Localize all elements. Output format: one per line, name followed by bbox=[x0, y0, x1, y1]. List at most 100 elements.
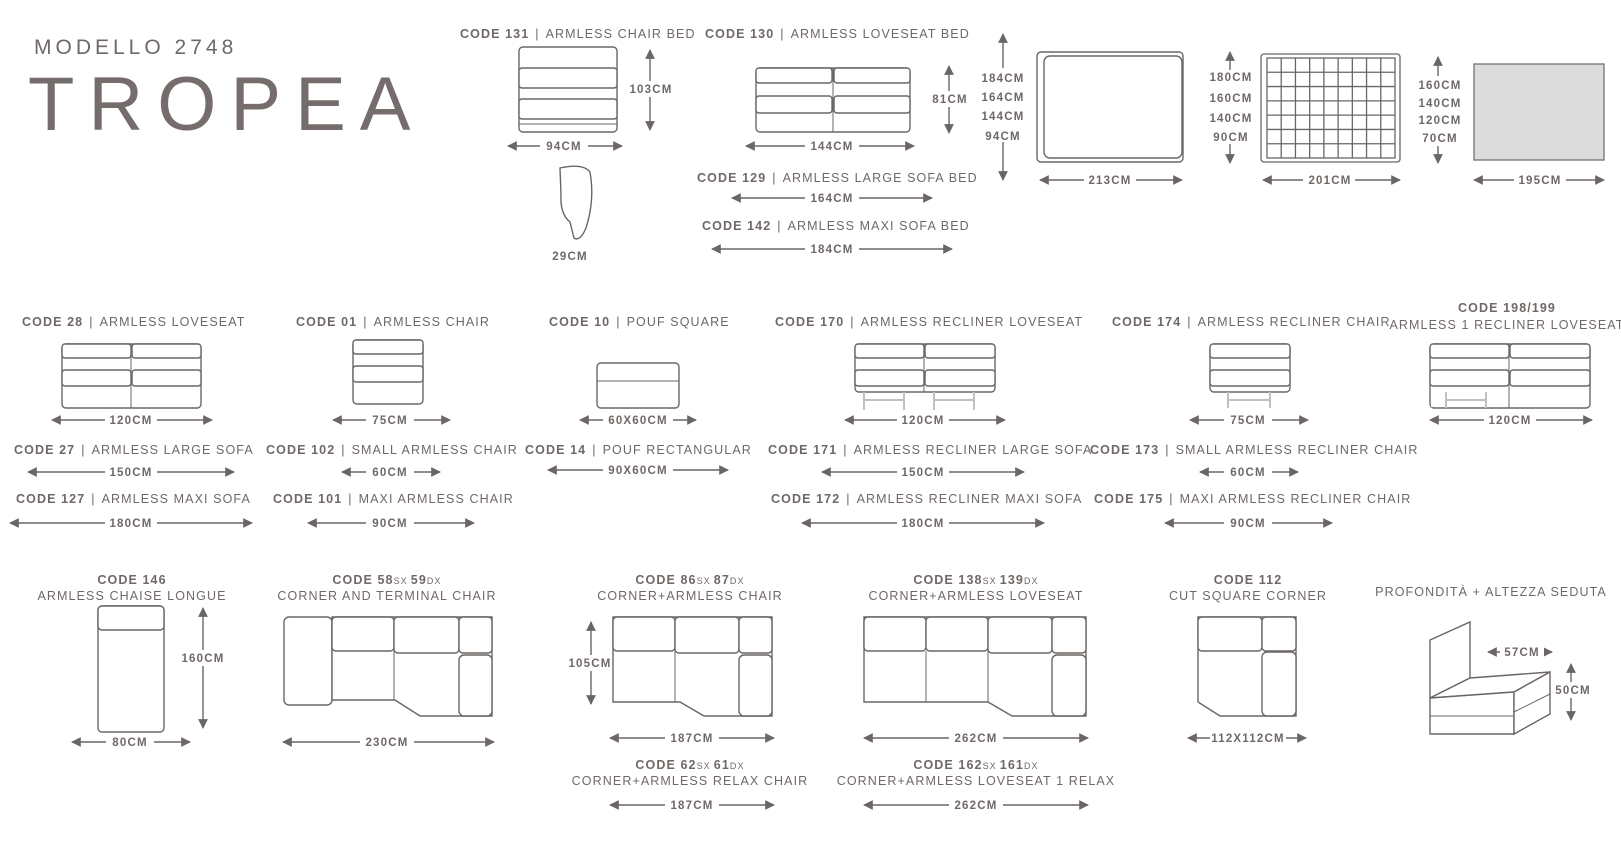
left-suffix: SX bbox=[697, 576, 711, 586]
svg-text:CODE 130|ARMLESS LOVESEAT BED: CODE 130|ARMLESS LOVESEAT BED bbox=[705, 27, 970, 41]
code-label: CODE 138 bbox=[913, 573, 982, 587]
item-name: ARMLESS RECLINER LARGE SOFA bbox=[854, 443, 1093, 457]
width-label: 75CM bbox=[372, 415, 407, 427]
width-label: 120CM bbox=[109, 415, 152, 427]
item-name: ARMLESS CHAIR bbox=[374, 315, 490, 329]
code-label: CODE 28 bbox=[22, 315, 83, 329]
code2-label: 59 bbox=[411, 573, 427, 587]
corner-armless-loveseat-drawing bbox=[863, 616, 1087, 717]
width-label: 112X112CM bbox=[1211, 733, 1284, 745]
item-name: ARMLESS RECLINER MAXI SOFA bbox=[857, 492, 1083, 506]
code-label: CODE 101 bbox=[273, 492, 342, 506]
width-label: 90CM bbox=[1230, 518, 1265, 530]
seat-isometric-drawing bbox=[1429, 620, 1551, 736]
code-label: CODE 27 bbox=[14, 443, 75, 457]
code-label: CODE 171 bbox=[768, 443, 837, 457]
length-label-1: 160CM bbox=[1418, 80, 1461, 92]
one-recliner-loveseat-drawing bbox=[1429, 343, 1591, 409]
item-name: ARMLESS LOVESEAT bbox=[100, 315, 246, 329]
length-label-2: 164CM bbox=[981, 92, 1024, 104]
item-name: SMALL ARMLESS RECLINER CHAIR bbox=[1176, 443, 1419, 457]
length-label-1: 184CM bbox=[981, 73, 1024, 85]
height-label: 81CM bbox=[932, 94, 967, 106]
width-label: 80CM bbox=[112, 737, 147, 749]
code-label: CODE 01 bbox=[296, 315, 357, 329]
width-label: 164CM bbox=[810, 193, 853, 205]
code-label: CODE 130 bbox=[705, 27, 774, 41]
item-name: ARMLESS 1 RECLINER LOVESEAT bbox=[1389, 318, 1621, 332]
item-code-129: CODE 129|ARMLESS LARGE SOFA BED 164CM bbox=[697, 171, 977, 206]
item-name: ARMLESS CHAISE LONGUE bbox=[37, 589, 226, 603]
model-number: MODELLO 2748 bbox=[34, 36, 237, 59]
length-label-2: 140CM bbox=[1418, 98, 1461, 110]
width-label: 262CM bbox=[954, 800, 997, 812]
right-suffix: DX bbox=[1024, 576, 1039, 586]
width-label: 144CM bbox=[810, 141, 853, 153]
item-name: SMALL ARMLESS CHAIR bbox=[352, 443, 518, 457]
length-label-3: 120CM bbox=[1418, 115, 1461, 127]
code2-label: 61 bbox=[714, 758, 730, 772]
width-label: 120CM bbox=[1488, 415, 1531, 427]
chaise-longue-drawing bbox=[97, 605, 165, 733]
code-label: CODE 142 bbox=[702, 219, 771, 233]
item-code-175: CODE 175|MAXI ARMLESS RECLINER CHAIR 90C… bbox=[1094, 492, 1410, 531]
width-label: 184CM bbox=[810, 244, 853, 256]
height-label: 103CM bbox=[629, 84, 672, 96]
width-label: 230CM bbox=[365, 737, 408, 749]
page-title: TROPEA bbox=[28, 62, 425, 147]
svg-text:CODE 172|ARMLESS RECLINER MAXI: CODE 172|ARMLESS RECLINER MAXI SOFA bbox=[771, 492, 1082, 506]
right-suffix: DX bbox=[730, 576, 745, 586]
item-code-142: CODE 142|ARMLESS MAXI SOFA BED 184CM bbox=[702, 219, 969, 257]
item-name: ARMLESS CHAIR BED bbox=[546, 27, 696, 41]
code-label: CODE 174 bbox=[1112, 315, 1181, 329]
width-label: 187CM bbox=[670, 733, 713, 745]
width-label: 150CM bbox=[901, 467, 944, 479]
recliner-loveseat-drawing bbox=[854, 343, 996, 410]
item-code-10: CODE 10|POUF SQUARE 60X60CM bbox=[549, 315, 730, 428]
code-label: CODE 127 bbox=[16, 492, 85, 506]
width-label: 187CM bbox=[670, 800, 713, 812]
code2-label: 161 bbox=[1000, 758, 1024, 772]
item-code-146: CODE 146 ARMLESS CHAISE LONGUE 160CM 80C… bbox=[37, 573, 230, 750]
width-label: 120CM bbox=[901, 415, 944, 427]
item-code-171: CODE 171|ARMLESS RECLINER LARGE SOFA 150… bbox=[768, 443, 1092, 480]
svg-text:CODE 174|ARMLESS RECLINER CHAI: CODE 174|ARMLESS RECLINER CHAIR bbox=[1112, 315, 1391, 329]
left-suffix: SX bbox=[394, 576, 408, 586]
code2-label: 87 bbox=[714, 573, 730, 587]
item-name: CUT SQUARE CORNER bbox=[1169, 589, 1327, 603]
width-label: 60X60CM bbox=[608, 415, 668, 427]
item-code-28: CODE 28|ARMLESS LOVESEAT 120CM bbox=[22, 315, 245, 428]
height-label: 105CM bbox=[568, 658, 611, 670]
item-name: ARMLESS LARGE SOFA bbox=[92, 443, 254, 457]
item-name: POUF RECTANGULAR bbox=[603, 443, 752, 457]
length-label-4: 94CM bbox=[985, 131, 1020, 143]
right-suffix: DX bbox=[730, 761, 745, 771]
length-label-3: 144CM bbox=[981, 111, 1024, 123]
left-suffix: SX bbox=[697, 761, 711, 771]
width-label: 60CM bbox=[372, 467, 407, 479]
item-code-130: CODE 130|ARMLESS LOVESEAT BED 81CM 144CM bbox=[705, 27, 972, 154]
length-label-4: 70CM bbox=[1422, 133, 1457, 145]
recliner-chair-drawing bbox=[1209, 343, 1291, 408]
item-code-170: CODE 170|ARMLESS RECLINER LOVESEAT 120CM bbox=[775, 315, 1083, 428]
code-label: CODE 10 bbox=[549, 315, 610, 329]
item-name: ARMLESS RECLINER LOVESEAT bbox=[861, 315, 1083, 329]
armless-loveseat-drawing bbox=[61, 343, 202, 409]
svg-text:CODE 171|ARMLESS RECLINER LARG: CODE 171|ARMLESS RECLINER LARGE SOFA bbox=[768, 443, 1092, 457]
code-label: CODE 129 bbox=[697, 171, 766, 185]
svg-text:CODE 28|ARMLESS LOVESEAT: CODE 28|ARMLESS LOVESEAT bbox=[22, 315, 245, 329]
item-name: ARMLESS MAXI SOFA bbox=[102, 492, 251, 506]
item-name: POUF SQUARE bbox=[627, 315, 730, 329]
right-suffix: DX bbox=[1024, 761, 1039, 771]
pouf-square-drawing bbox=[596, 362, 680, 409]
code-label: CODE 146 bbox=[97, 573, 166, 587]
armless-loveseat-bed-drawing bbox=[755, 67, 911, 133]
armless-chair-drawing bbox=[352, 339, 424, 405]
length-label-4: 90CM bbox=[1213, 132, 1248, 144]
right-suffix: DX bbox=[427, 576, 442, 586]
item-code-14: CODE 14|POUF RECTANGULAR 90X60CM bbox=[525, 443, 752, 478]
width-label: 90CM bbox=[372, 518, 407, 530]
